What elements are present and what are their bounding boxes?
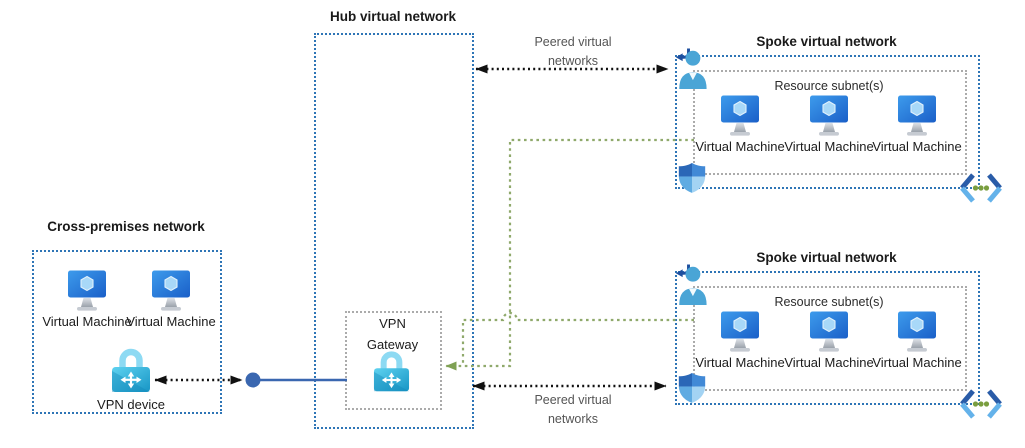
nsg-shield-icon (678, 162, 706, 193)
cross-premises-box (32, 250, 222, 414)
vm-item: Virtual Machine (692, 95, 788, 154)
vpn-gateway-label-line1: VPN (379, 316, 406, 331)
resource-subnet-box-top (693, 70, 967, 175)
peering-label-top: Peered virtual networks (534, 35, 612, 68)
spoke-vnet-box-top (675, 55, 980, 189)
spoke-gateway-route-top (445, 138, 694, 371)
vpn-device-icon (112, 348, 150, 392)
vpn-gateway-label-line2: Gateway (366, 337, 419, 352)
vm-label: Virtual Machine (784, 355, 874, 370)
virtual-network-icon (960, 389, 1002, 419)
virtual-machine-icon (721, 95, 759, 136)
vm-item: Virtual Machine (39, 270, 135, 329)
cross-premises-title: Cross-premises network (47, 219, 205, 234)
resource-subnet-label-bottom: Resource subnet(s) (774, 295, 884, 309)
vm-label: Virtual Machine (784, 139, 874, 154)
virtual-machine-icon (152, 270, 190, 311)
vpn-gateway-label: VPN Gateway (345, 313, 440, 355)
vm-item: Virtual Machine (781, 311, 877, 370)
vm-item: Virtual Machine (692, 311, 788, 370)
peering-label-bottom: Peered virtual networks (534, 393, 612, 426)
vm-item: Virtual Machine (781, 95, 877, 154)
vm-item: Virtual Machine (869, 311, 965, 370)
vm-item: Virtual Machine (123, 270, 219, 329)
spoke-gateway-route-bottom (461, 311, 694, 366)
vpn-gateway-box (345, 311, 442, 410)
spoke-vnet-title-top: Spoke virtual network (756, 34, 897, 49)
resource-subnet-label-top: Resource subnet(s) (774, 79, 884, 93)
user-icon (675, 48, 707, 90)
vm-label: Virtual Machine (872, 355, 962, 370)
resource-subnet-box-bottom (693, 286, 967, 391)
vpn-device-label: VPN device (97, 397, 165, 412)
hub-vnet-title: Hub virtual network (329, 9, 456, 24)
nsg-shield-icon (678, 372, 706, 403)
virtual-machine-icon (898, 95, 936, 136)
vm-label: Virtual Machine (695, 355, 785, 370)
vm-item: Virtual Machine (869, 95, 965, 154)
vpn-gateway-icon (373, 351, 410, 392)
vm-label: Virtual Machine (126, 314, 216, 329)
virtual-machine-icon (898, 311, 936, 352)
virtual-machine-icon (721, 311, 759, 352)
vpn-connection-endpoint (245, 372, 261, 388)
vm-label: Virtual Machine (872, 139, 962, 154)
virtual-machine-icon (68, 270, 106, 311)
spoke-vnet-title-bottom: Spoke virtual network (756, 250, 897, 265)
vm-label: Virtual Machine (695, 139, 785, 154)
virtual-machine-icon (810, 95, 848, 136)
vm-label: Virtual Machine (42, 314, 132, 329)
virtual-machine-icon (810, 311, 848, 352)
virtual-network-icon (960, 173, 1002, 203)
